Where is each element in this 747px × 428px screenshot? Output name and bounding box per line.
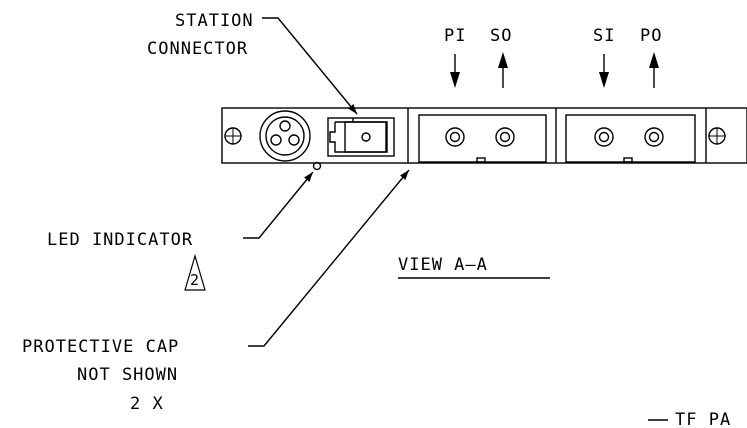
panel-outline [221,107,747,164]
so-label: SO [490,26,512,46]
station-connector-leader [262,17,358,115]
station-connector-label-line2: CONNECTOR [147,39,248,59]
left-mounting-screw [224,127,242,145]
po-up-arrow-icon [649,52,659,88]
protective-cap-leader [248,169,410,347]
right-mounting-screw [708,127,726,145]
port-block-pi-so [418,114,547,163]
tf-partial-label: TF PA [675,410,731,428]
si-port [594,127,614,147]
so-up-arrow-icon [498,52,508,88]
si-down-arrow-icon [599,54,609,88]
pi-label: PI [444,26,466,46]
view-label: VIEW A—A [398,255,488,275]
station-connector-label-line1: STATION [175,11,254,31]
pi-down-arrow-icon [450,54,460,88]
pi-port [445,127,465,147]
protective-cap-label-line1: PROTECTIVE CAP [22,337,179,357]
connector-panel [221,107,747,171]
protective-cap-label-line2: NOT SHOWN [77,365,178,385]
revision-number: 2 [190,271,200,289]
led-indicator-leader [243,171,314,239]
led-indicator [312,161,322,171]
station-connector-socket [259,110,311,162]
port-block-si-po [565,114,696,163]
so-port [495,127,515,147]
si-label: SI [593,26,615,46]
protective-cap-label-line3: 2 X [130,394,164,414]
po-port [644,127,664,147]
revision-triangle: 2 [184,253,206,291]
po-label: PO [640,26,662,46]
station-connector-jack [327,117,395,157]
led-indicator-label: LED INDICATOR [47,230,193,250]
